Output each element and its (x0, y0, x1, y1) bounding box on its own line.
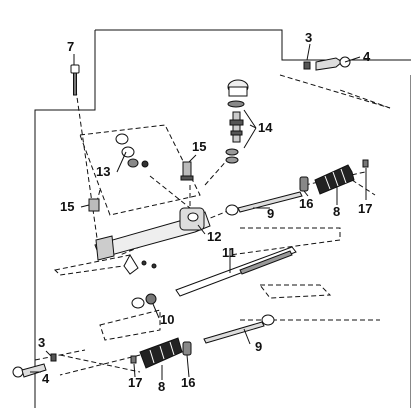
callout-3-bottom: 3 (38, 335, 46, 350)
part-8-boot-lower (139, 337, 183, 369)
part-14-pinion-assembly (225, 79, 249, 164)
callout-8-bottom: 8 (158, 379, 166, 394)
part-4-tie-rod-end-upper (303, 56, 351, 71)
part-11-rack-bar (175, 246, 297, 297)
part-8-boot-right (314, 164, 355, 195)
part-9-inner-tie-rod-lower (203, 314, 275, 344)
part-9-inner-tie-rod-upper (225, 191, 303, 216)
callout-8-right: 8 (333, 204, 341, 219)
part-16-clamp-lower (182, 341, 192, 356)
callout-7: 7 (67, 39, 75, 54)
part-17-clamp-lower (130, 355, 137, 364)
part-12-rack-housing (94, 207, 211, 275)
callout-15-top: 15 (192, 139, 207, 154)
part-15-fitting-upper (180, 161, 194, 181)
callout-10: 10 (160, 312, 175, 327)
leader-lines (34, 74, 391, 376)
callout-12: 12 (207, 229, 222, 244)
part-7-bolt (70, 64, 80, 96)
part-13-seals (115, 133, 149, 168)
callout-15-left: 15 (60, 199, 75, 214)
callout-17-right: 17 (358, 201, 373, 216)
callout-14: 14 (258, 120, 273, 135)
callout-13: 13 (96, 164, 111, 179)
callout-16-bottom: 16 (181, 375, 196, 390)
callout-17-bottom: 17 (128, 375, 143, 390)
callout-4-top: 4 (363, 49, 371, 64)
part-4-tie-rod-end-lower (12, 353, 57, 378)
callout-9-upper: 9 (267, 206, 275, 221)
callout-4-bottom: 4 (42, 371, 50, 386)
part-15-fitting-left (88, 198, 100, 212)
callout-16-right: 16 (299, 196, 314, 211)
part-16-clamp-right (299, 176, 309, 192)
callout-3-top: 3 (305, 30, 313, 45)
part-10-bearing (131, 293, 157, 309)
background-panel-outline (34, 29, 411, 408)
callout-9-lower: 9 (255, 339, 263, 354)
part-17-clamp-right (362, 159, 369, 168)
callout-11: 11 (222, 245, 236, 260)
callout-leaders (30, 43, 367, 380)
